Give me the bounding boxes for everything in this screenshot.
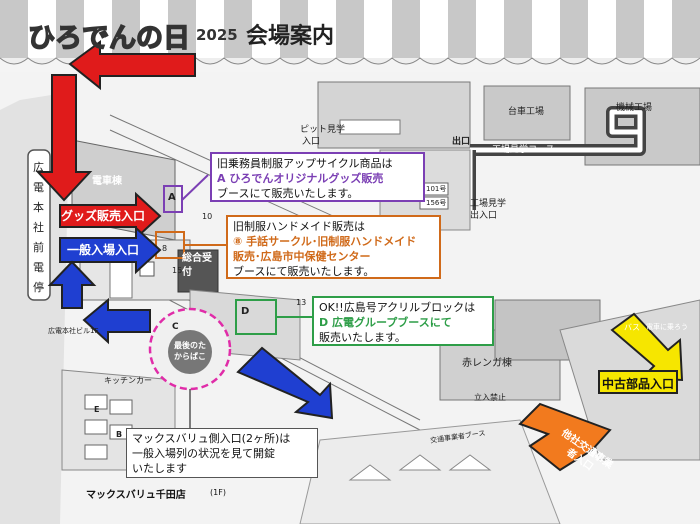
car-156-label: 156号: [426, 199, 447, 207]
uniform-goods-line3: ブースにて販売いたします。: [217, 187, 359, 200]
acrylic-callout: OK!!広島号アクリルブロックは D 広電グループブースにて 販売いたします。: [312, 296, 494, 346]
uniform-goods-line1: 旧乗務員制服アップサイクル商品は: [217, 157, 393, 170]
car-101-label: 101号: [426, 185, 447, 193]
red-arrow-top: [68, 40, 196, 91]
general-entrance-label: 一般入場入口: [66, 243, 139, 257]
zone-c-label: C: [172, 322, 179, 332]
yellow-arrow: [610, 312, 684, 382]
kiki-kojo-label: 機械工場: [616, 103, 653, 113]
daisha-kojo-label: 台車工場: [508, 107, 545, 117]
orange-arrow: [518, 402, 612, 472]
booth-13-label: 13: [296, 298, 307, 307]
maxvalu-line1: マックスバリュ側入口(2ヶ所)は: [132, 432, 291, 445]
header-year: 2025: [196, 26, 238, 44]
handmade-callout: 旧制服ハンドメイド販売は ⑧ 手話サークル･旧制服ハンドメイド 販売･広島市中保…: [226, 215, 441, 279]
uniform-goods-callout: 旧乗務員制服アップサイクル商品は A ひろでんオリジナルグッズ販売 ブースにて販…: [210, 152, 425, 202]
sogo-uketsuke-label: 総合受付: [182, 253, 212, 278]
booth-15-label: 15: [172, 266, 183, 275]
handmade-line4: ブースにて販売いたします。: [233, 265, 375, 278]
kitchen-car-label: キッチンカー: [104, 376, 152, 385]
maxvalu-floor-label: (1F): [210, 488, 226, 497]
used-parts-entrance-label: 中古部品入口: [598, 370, 678, 394]
awning-stripes: [0, 0, 700, 65]
maxvalu-callout: マックスバリュ側入口(2ヶ所)は 一般入場列の状況を見て開錠 いたします: [126, 428, 318, 478]
densha-to-label: 電車棟: [92, 176, 122, 187]
zone-b-label: B: [116, 430, 123, 439]
blue-arrow-up: [47, 260, 97, 309]
maxvalu-line3: いたします: [132, 462, 187, 475]
acrylic-line2: D 広電グループブースにて: [319, 316, 452, 329]
bus-area-label: バス: [624, 323, 640, 332]
pit-kengaku-label: ピット見学: [300, 125, 346, 135]
handmade-line3: 販売･広島市中保健センター: [233, 250, 371, 263]
acrylic-line1: OK!!広島号アクリルブロックは: [319, 301, 476, 314]
deguchi-label: 出口: [452, 137, 471, 147]
page-title: 会場案内: [246, 24, 335, 49]
goods-entrance-label: グッズ販売入口: [60, 209, 145, 223]
kojo-kengaku-course-label: 工場見学コース: [492, 145, 555, 155]
zone-a-label: A: [168, 192, 176, 203]
zone-d-label: D: [241, 306, 250, 317]
tachiiri-kinshi-label: 立入禁止: [474, 393, 506, 402]
booth-8-label: 8: [162, 244, 168, 253]
maxvalu-store-label: マックスバリュ千田店: [86, 490, 186, 501]
aka-renga-label: 赤レンガ棟: [462, 358, 512, 369]
kojo-kengaku-deiriguchi-label: 出入口: [470, 211, 498, 221]
pit-iriguchi-label: 入口: [302, 137, 321, 147]
densha-ni-noru-label: 電車に乗ろう: [646, 323, 688, 331]
maxvalu-line2: 一般入場列の状況を見て開錠: [132, 447, 275, 460]
logo-text: ひろでんの日: [27, 22, 191, 55]
saigo-no-takarabako-label: 最後のたからばこ: [174, 341, 206, 361]
handmade-line2: ⑧ 手話サークル･旧制服ハンドメイド: [233, 235, 417, 248]
handmade-line1: 旧制服ハンドメイド販売は: [233, 220, 365, 233]
booth-10-label: 10: [202, 212, 213, 221]
uniform-goods-line2: A ひろでんオリジナルグッズ販売: [217, 172, 384, 185]
acrylic-line3: 販売いたします。: [319, 331, 406, 344]
red-arrow-down: [35, 74, 93, 202]
kojo-kengaku-label: 工場見学: [470, 199, 507, 209]
blue-arrow-left: [82, 297, 151, 345]
zone-e-label: E: [94, 405, 100, 414]
honsha-mae-stop-label: 広電本社前電停: [33, 161, 44, 294]
honsha-building-label: 広電本社ビル1F: [48, 327, 99, 335]
blue-arrow-diagonal: [236, 346, 334, 420]
